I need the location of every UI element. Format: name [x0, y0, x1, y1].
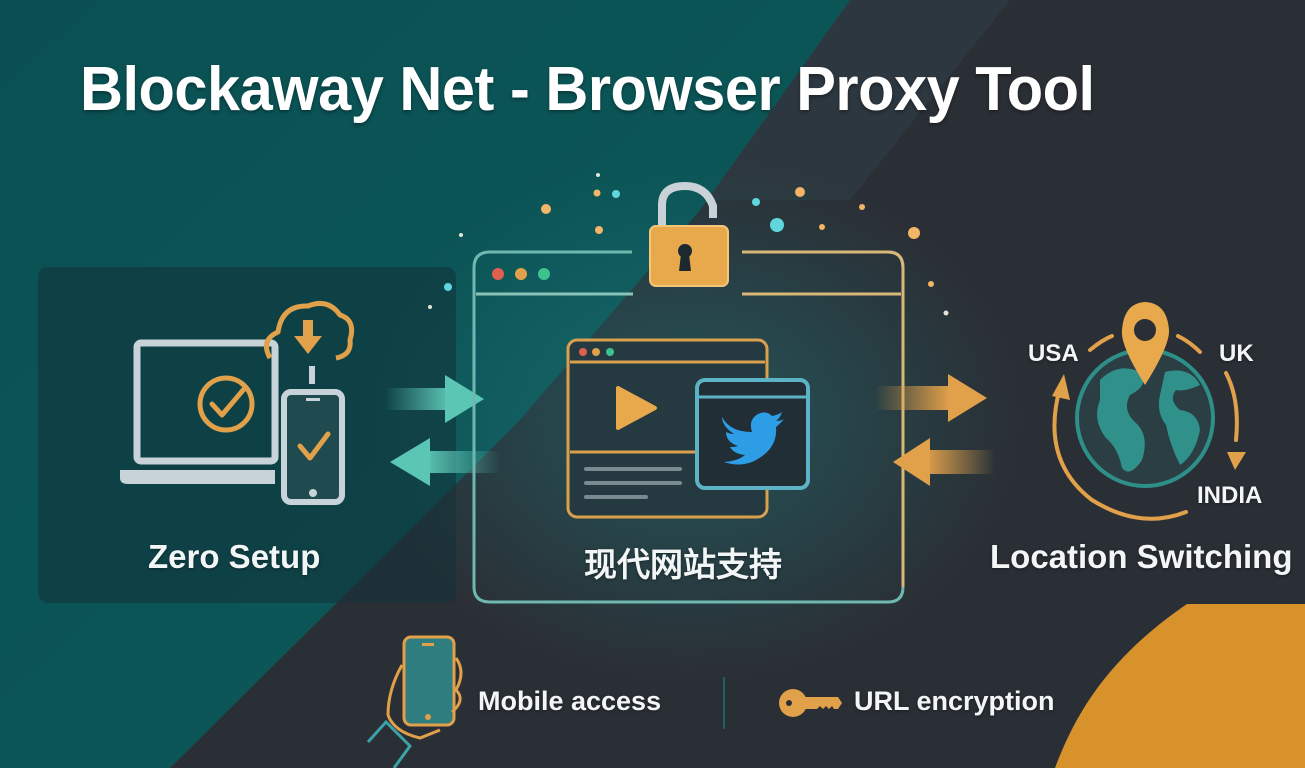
key-icon: [779, 689, 842, 717]
unlocked-padlock-icon: [649, 181, 729, 287]
location-india: INDIA: [1197, 482, 1263, 509]
hand-phone-icon: [366, 635, 463, 768]
sparkle-dots: [428, 173, 949, 316]
cycle-arrowhead: [1227, 452, 1246, 470]
arrow-right-icon: [385, 375, 484, 423]
phone-check-icon: [281, 389, 345, 505]
orange-accent-blob: [1055, 604, 1305, 768]
location-usa: USA: [1028, 340, 1079, 367]
zero-setup-card: [38, 267, 456, 603]
laptop-check-icon: [120, 339, 279, 484]
twitter-bird-icon: [722, 412, 784, 465]
browser-window-icon: [472, 250, 905, 604]
arrow-right-icon: [875, 374, 987, 422]
url-encryption-label: URL encryption: [854, 686, 1055, 716]
zero-setup-label: Zero Setup: [148, 538, 321, 575]
location-switching-label: Location Switching: [990, 538, 1293, 575]
cycle-arrows-icon: [1052, 334, 1239, 521]
globe-icon: [1075, 348, 1215, 488]
location-pin-icon: [1121, 302, 1170, 385]
arrow-left-icon: [390, 438, 500, 486]
arrow-left-icon: [893, 438, 995, 486]
cloud-download-icon: [263, 301, 355, 384]
modern-website-support-label: 现代网站支持: [584, 545, 782, 584]
page-title: Blockaway Net - Browser Proxy Tool: [80, 55, 1095, 124]
play-video-icon: [616, 386, 657, 430]
location-uk: UK: [1219, 340, 1254, 367]
mobile-access-label: Mobile access: [478, 686, 662, 716]
cycle-arrowhead: [1052, 374, 1070, 400]
